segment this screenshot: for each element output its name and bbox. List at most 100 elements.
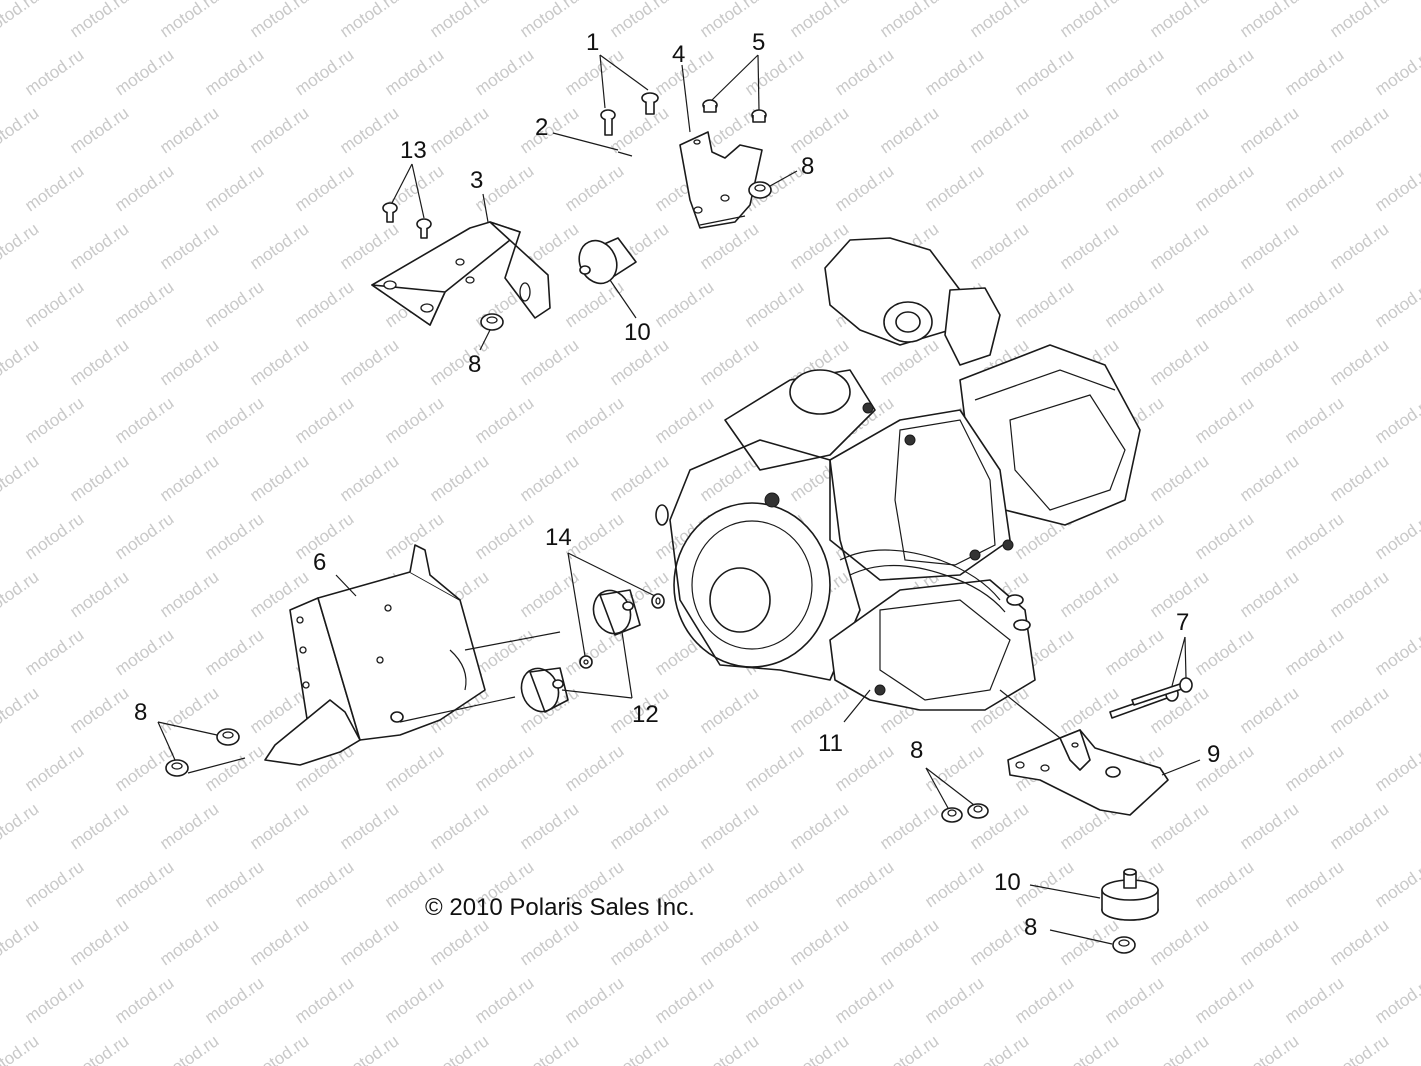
watermark-text: motod.ru [1101,509,1167,563]
watermark-text: motod.ru [786,915,852,969]
callout-8-upper-left: 8 [468,351,481,378]
callout-6: 6 [313,549,326,576]
watermark-text: motod.ru [516,451,582,505]
nut-8-upper-right [748,181,772,199]
watermark-text: motod.ru [1011,973,1077,1027]
watermark-text: motod.ru [1416,683,1421,737]
watermark-text: motod.ru [1146,799,1212,853]
watermark-text: motod.ru [876,1031,942,1066]
watermark-text: motod.ru [786,799,852,853]
watermark-text: motod.ru [156,915,222,969]
watermark-text: motod.ru [876,335,942,389]
watermark-text: motod.ru [606,799,672,853]
watermark-text: motod.ru [336,0,402,41]
watermark-text: motod.ru [291,857,357,911]
watermark-text: motod.ru [291,277,357,331]
watermark-text: motod.ru [0,799,42,853]
watermark-text: motod.ru [21,973,87,1027]
watermark-text: motod.ru [246,1031,312,1066]
isolator-mount-12-upper [592,589,641,636]
callout-5: 5 [752,29,765,56]
callout-10-upper: 10 [624,319,651,346]
watermark-text: motod.ru [21,625,87,679]
isolator-mount-12-lower [520,667,569,713]
nut-5-b [751,109,767,123]
callout-13: 13 [400,137,427,164]
callout-3: 3 [470,167,483,194]
watermark-text: motod.ru [1191,45,1257,99]
watermark-text: motod.ru [1416,1031,1421,1066]
watermark-text: motod.ru [831,161,897,215]
watermark-text: motod.ru [156,335,222,389]
watermark-text: motod.ru [66,1031,132,1066]
watermark-text: motod.ru [741,741,807,795]
watermark-text: motod.ru [741,973,807,1027]
watermark-text: motod.ru [516,567,582,621]
watermark-text: motod.ru [651,277,717,331]
watermark-text: motod.ru [1281,741,1347,795]
copyright-notice: © 2010 Polaris Sales Inc. [425,894,695,921]
watermark-text: motod.ru [156,567,222,621]
watermark-text: motod.ru [246,335,312,389]
callout-4: 4 [672,41,685,68]
nut-5-a [702,99,718,113]
watermark-text: motod.ru [111,625,177,679]
washer-14-b [579,655,593,669]
watermark-text: motod.ru [1326,1031,1392,1066]
watermark-text: motod.ru [831,857,897,911]
watermark-text: motod.ru [66,219,132,273]
watermark-text: motod.ru [291,973,357,1027]
watermark-text: motod.ru [1236,683,1302,737]
watermark-text: motod.ru [111,973,177,1027]
leader-lines [157,54,1201,945]
watermark-text: motod.ru [1056,1031,1122,1066]
watermark-text: motod.ru [1326,335,1392,389]
watermark-text: motod.ru [156,1031,222,1066]
washer-2 [617,151,633,157]
watermark-text: motod.ru [426,0,492,41]
watermark-text: motod.ru [1371,509,1421,563]
watermark-text: motod.ru [1146,1031,1212,1066]
watermark-text: motod.ru [0,219,42,273]
watermark-text: motod.ru [1326,567,1392,621]
watermark-text: motod.ru [516,915,582,969]
watermark-text: motod.ru [201,509,267,563]
watermark-text: motod.ru [66,915,132,969]
watermark-text: motod.ru [246,799,312,853]
watermark-text: motod.ru [336,799,402,853]
watermark-text: motod.ru [561,741,627,795]
watermark-text: motod.ru [1416,915,1421,969]
watermark-text: motod.ru [876,0,942,41]
watermark-text: motod.ru [606,0,672,41]
callout-8-bottom: 8 [1024,914,1037,941]
callout-7: 7 [1176,609,1189,636]
front-mount-bracket [371,221,551,326]
watermark-text: motod.ru [1326,799,1392,853]
watermark-text: motod.ru [201,625,267,679]
watermark-text: motod.ru [201,741,267,795]
watermark-text: motod.ru [876,103,942,157]
watermark-text: motod.ru [156,451,222,505]
watermark-text: motod.ru [741,277,807,331]
watermark-text: motod.ru [696,1031,762,1066]
watermark-text: motod.ru [1416,0,1421,41]
watermark-text: motod.ru [1236,1031,1302,1066]
callout-12: 12 [632,701,659,728]
watermark-text: motod.ru [21,161,87,215]
callout-8-lower-mid: 8 [910,737,923,764]
nut-8-bottom [1112,936,1136,954]
lower-right-bracket [1007,729,1169,816]
screw-13-a [382,202,398,223]
watermark-text: motod.ru [1236,103,1302,157]
watermark-text: motod.ru [111,857,177,911]
watermark-text: motod.ru [471,509,537,563]
watermark-text: motod.ru [1146,0,1212,41]
watermark-text: motod.ru [966,1031,1032,1066]
watermark-text: motod.ru [1056,103,1122,157]
callout-8-upper-right: 8 [801,153,814,180]
watermark-text: motod.ru [381,741,447,795]
watermark-text: motod.ru [66,683,132,737]
watermark-text: motod.ru [1056,0,1122,41]
watermark-text: motod.ru [426,335,492,389]
